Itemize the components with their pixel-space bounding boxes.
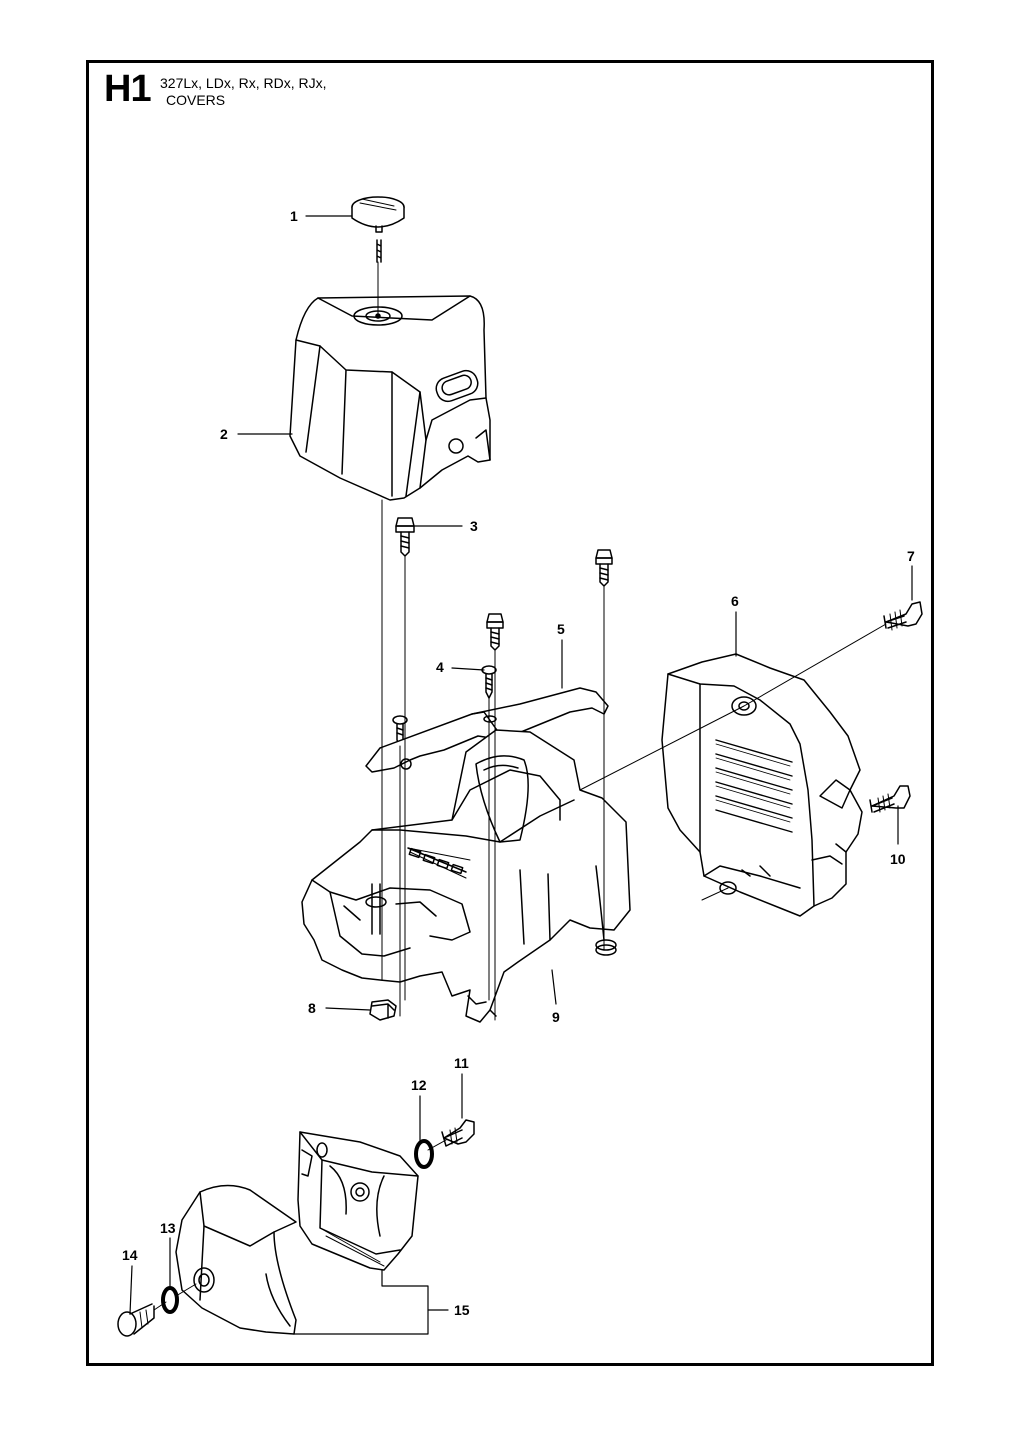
callout-8: 8 <box>308 1000 316 1016</box>
callout-10: 10 <box>890 851 906 867</box>
part-screw-3 <box>395 517 415 557</box>
callout-11: 11 <box>454 1055 469 1071</box>
callout-2: 2 <box>220 426 228 442</box>
section-title: COVERS <box>166 92 226 108</box>
part-lower-cover-9 <box>301 729 631 1023</box>
leader-lines <box>129 215 913 1335</box>
part-cover-front-15 <box>175 1184 297 1335</box>
part-screw-11 <box>441 1119 475 1147</box>
part-screw-7 <box>883 601 923 631</box>
callout-6: 6 <box>731 593 739 609</box>
callout-7: 7 <box>907 548 915 564</box>
callout-14: 14 <box>122 1247 138 1263</box>
part-o-ring-13 <box>161 1286 179 1314</box>
callout-5: 5 <box>557 621 565 637</box>
callout-9: 9 <box>552 1009 560 1025</box>
part-cover-back-15 <box>297 1131 419 1271</box>
callout-3: 3 <box>470 518 478 534</box>
callout-15: 15 <box>454 1302 470 1318</box>
part-screw-10 <box>869 785 911 813</box>
page-frame <box>86 60 934 1366</box>
alignment-lines <box>153 261 887 1311</box>
section-code: H1 <box>104 68 152 110</box>
part-top-cover-2 <box>289 295 491 501</box>
callout-13: 13 <box>160 1220 176 1236</box>
part-side-cover-6 <box>661 653 863 917</box>
part-screw-4 <box>481 665 497 699</box>
model-list: 327Lx, LDx, Rx, RDx, RJx, <box>160 75 327 91</box>
part-knob-1 <box>351 196 405 263</box>
part-screw-3b <box>595 549 613 587</box>
part-o-ring-12 <box>414 1139 434 1169</box>
part-nut-8 <box>369 999 397 1021</box>
callout-12: 12 <box>411 1077 427 1093</box>
callout-1: 1 <box>290 208 298 224</box>
part-screw-14 <box>117 1303 155 1337</box>
callout-4: 4 <box>436 659 444 675</box>
part-screw-3c <box>486 613 504 651</box>
